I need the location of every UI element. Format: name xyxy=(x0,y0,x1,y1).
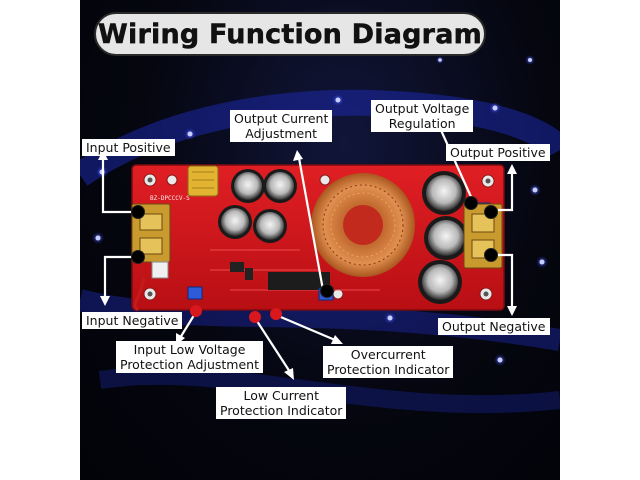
label-output-current-adjustment: Output Current Adjustment xyxy=(230,110,333,142)
label-overcurrent-protection-indicator: Overcurrent Protection Indicator xyxy=(323,346,454,378)
yellow-capacitors xyxy=(187,165,219,197)
chips xyxy=(230,262,330,290)
silkscreen-text: BZ-DPCCCV-S xyxy=(150,195,190,202)
label-output-voltage-regulation: Output Voltage Regulation xyxy=(371,100,474,132)
label-low-current-protection-indicator: Low Current Protection Indicator xyxy=(216,387,347,419)
toroid-inductor xyxy=(311,173,415,277)
label-input-low-voltage-protection: Input Low Voltage Protection Adjustment xyxy=(116,341,263,373)
leader-lines xyxy=(98,120,517,380)
large-capacitors xyxy=(418,171,468,304)
input-terminal xyxy=(131,203,171,312)
small-capacitors xyxy=(218,169,297,243)
label-input-positive: Input Positive xyxy=(82,139,175,156)
led-markers xyxy=(190,305,282,323)
label-output-positive: Output Positive xyxy=(446,144,550,161)
title-banner: Wiring Function Diagram xyxy=(94,12,486,56)
label-input-negative: Input Negative xyxy=(82,312,183,329)
input-low-voltage-pot xyxy=(187,286,203,300)
diagram-canvas: BZ-DPCCCV-S xyxy=(80,0,560,480)
label-output-negative: Output Negative xyxy=(438,318,550,335)
board-illustration: BZ-DPCCCV-S xyxy=(80,55,560,414)
point-markers xyxy=(131,196,498,298)
page-title: Wiring Function Diagram xyxy=(98,18,482,50)
